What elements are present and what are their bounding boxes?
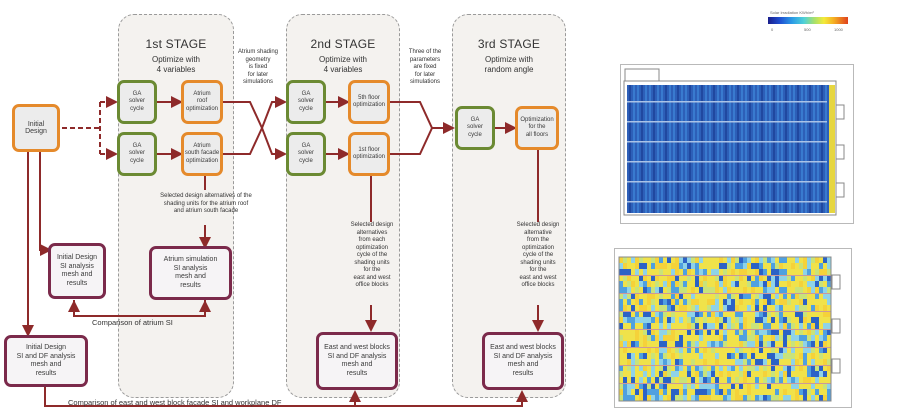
first-floor-optimization-box: 1st floor optimization [348,132,390,176]
ga-solver-box: GA solver cycle [286,80,326,124]
stage-title: 2nd STAGE [310,37,376,51]
solar-irradiation-map-top [620,64,854,224]
atrium-simulation-results-box: Atrium simulation SI analysis mesh and r… [149,246,232,300]
initial-design-box: Initial Design [12,104,60,152]
three-params-note: Three of the parameters are fixed for la… [408,49,442,85]
ga-solver-box: GA solver cycle [117,80,157,124]
all-floors-optimization-box: Optimization for the all floors [515,106,559,150]
selected-design-note: Selected design alternatives from each o… [350,222,394,288]
comparison-ew-label: Comparison of east and west block facade… [68,398,282,407]
initial-design-si-results-box: Initial Design SI analysis mesh and resu… [48,243,106,299]
stage-subtitle: Optimize with random angle [484,55,534,74]
atrium-south-facade-optimization-box: Atrium south facade optimization [181,132,223,176]
stage-title: 3rd STAGE [477,37,541,51]
fifth-floor-optimization-box: 5th floor optimization [348,80,390,124]
initial-design-si-df-results-box: Initial Design SI and DF analysis mesh a… [4,335,88,387]
comparison-atrium-label: Comparison of atrium SI [92,318,173,327]
east-west-blocks-results-box: East and west blocks SI and DF analysis … [316,332,398,390]
selected-design-note: Selected design alternative from the opt… [516,222,560,288]
color-scale-bar [768,17,848,24]
atrium-fixed-note: Atrium shading geometry is fixed for lat… [237,49,279,85]
legend-tick: 0 [771,27,774,32]
ga-solver-box: GA solver cycle [286,132,326,176]
stage-title: 1st STAGE [145,37,207,51]
legend-tick: 1000 [834,27,843,32]
solar-irradiation-map-bottom [614,248,852,408]
heatmap-top [621,65,853,223]
heatmap-bottom [615,249,851,407]
stage-subtitle: Optimize with 4 variables [318,55,367,74]
selected-design-note: Selected design alternatives of the shad… [160,193,252,214]
atrium-roof-optimization-box: Atrium roof optimization [181,80,223,124]
legend-title: Solar Irradiation KWh/m² [770,10,814,15]
ga-solver-box: GA solver cycle [117,132,157,176]
stage-1-container: 1st STAGE Optimize with 4 variables [118,14,234,398]
east-west-blocks-results-box: East and west blocks SI and DF analysis … [482,332,564,390]
ga-solver-box: GA solver cycle [455,106,495,150]
stage-subtitle: Optimize with 4 variables [151,55,200,74]
legend-tick: 500 [804,27,811,32]
